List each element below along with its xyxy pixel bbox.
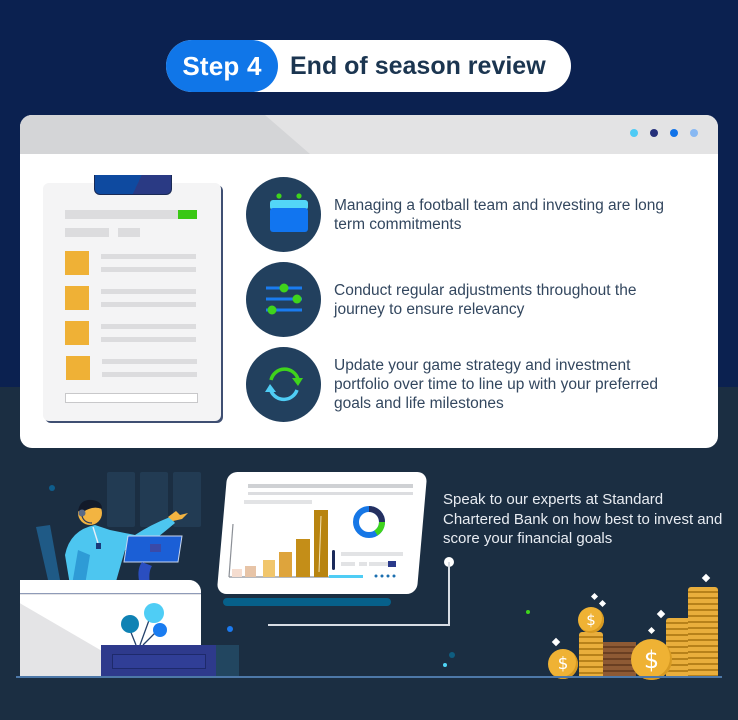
sparkle-icon	[701, 573, 711, 583]
plant-illustration	[121, 603, 167, 646]
floor-line	[16, 676, 722, 678]
dollar-coin-icon: $	[578, 607, 604, 633]
sparkle-icon	[647, 626, 656, 635]
coin-stack	[579, 632, 603, 677]
sliders-icon	[246, 262, 321, 337]
clipboard-checkbox	[65, 286, 89, 310]
clipboard-line	[101, 267, 196, 272]
window-dot-lightblue	[690, 129, 698, 137]
sparkle-icon	[656, 609, 666, 619]
sparkle-icon	[551, 637, 561, 647]
step-title: End of season review	[290, 51, 546, 80]
coin-stack-tall	[688, 587, 718, 677]
tip-text: Conduct regular adjustments throughout t…	[334, 281, 637, 318]
window-dot-navy	[650, 129, 658, 137]
clipboard-footer-box	[65, 393, 198, 403]
tip-item-commitment: Managing a football team and investing a…	[246, 177, 674, 252]
step-number-badge: Step 4	[166, 40, 278, 92]
dollar-coin-icon: $	[548, 649, 578, 679]
decor-dot	[449, 652, 455, 658]
card-title-bar-tab	[20, 115, 310, 154]
coin-stack-brown	[603, 642, 636, 677]
clipboard-line	[118, 228, 140, 237]
tip-item-update-strategy: Update your game strategy and investment…	[246, 347, 689, 422]
dashboard-content	[228, 484, 413, 578]
clipboard-checkbox	[65, 321, 89, 345]
clipboard-line	[101, 254, 196, 259]
clipboard-line	[101, 324, 196, 329]
dollar-coin-icon: $	[631, 639, 672, 680]
clipboard-line	[101, 302, 196, 307]
tip-item-adjustments: Conduct regular adjustments throughout t…	[246, 262, 674, 337]
clipboard-line	[102, 359, 197, 364]
dashboard-stand-bar	[223, 598, 391, 606]
clipboard-line	[102, 372, 197, 377]
clipboard-line	[101, 337, 196, 342]
callout-connector-line	[448, 562, 450, 625]
review-card: Managing a football team and investing a…	[20, 115, 718, 448]
decor-dot	[227, 626, 233, 632]
window-dots	[630, 129, 698, 137]
decor-dot	[443, 663, 447, 667]
window-dot-blue	[670, 129, 678, 137]
callout-connector-line	[268, 624, 450, 626]
tip-text: Managing a football team and investing a…	[334, 196, 665, 233]
clipboard-clip	[94, 175, 172, 195]
clipboard-illustration	[43, 183, 221, 421]
clipboard-line	[65, 228, 109, 237]
monitor-illustration	[123, 535, 183, 585]
sparkle-icon	[598, 599, 607, 608]
desk-top	[20, 580, 201, 594]
tip-text: Update your game strategy and investment…	[334, 357, 658, 412]
clipboard-line	[101, 289, 196, 294]
window-dot-cyan	[630, 129, 638, 137]
background-panel	[140, 472, 168, 527]
clipboard-checkbox	[66, 356, 90, 380]
clipboard-green-tag	[178, 210, 197, 219]
calendar-icon	[246, 177, 321, 252]
cabinet-side	[216, 645, 239, 677]
clipboard-checkbox	[65, 251, 89, 275]
decor-dot	[49, 485, 55, 491]
card-title-bar	[20, 115, 718, 154]
cabinet-drawer	[112, 654, 206, 669]
decor-dot	[526, 610, 530, 614]
background-panel	[107, 472, 135, 527]
sparkle-icon	[590, 592, 599, 601]
clipboard-line	[65, 210, 178, 219]
step-header-pill: Step 4 End of season review	[166, 40, 571, 92]
expert-callout-text: Speak to our experts at Standard Charter…	[443, 491, 723, 547]
refresh-icon	[246, 347, 321, 422]
